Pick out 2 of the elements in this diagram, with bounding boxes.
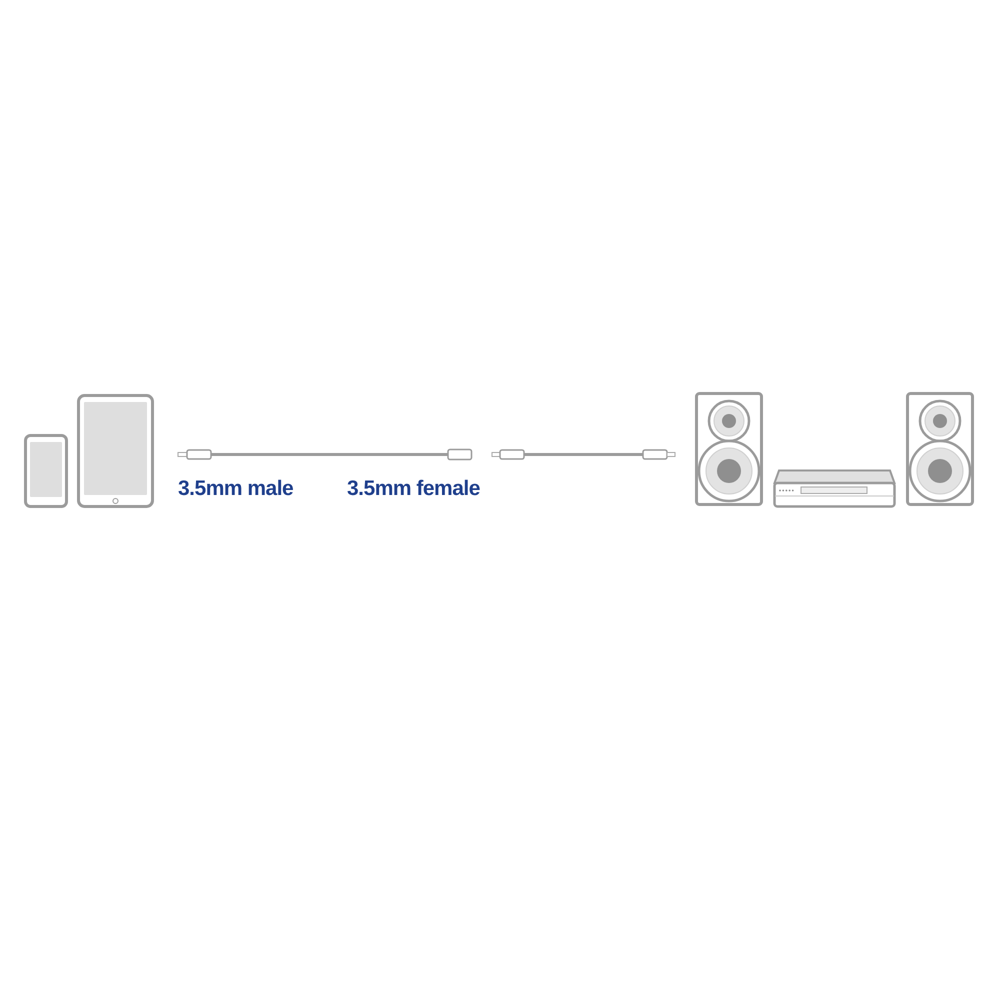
connector-label: 3.5mm female bbox=[347, 478, 480, 499]
connector-label: 3.5mm male bbox=[178, 478, 294, 499]
